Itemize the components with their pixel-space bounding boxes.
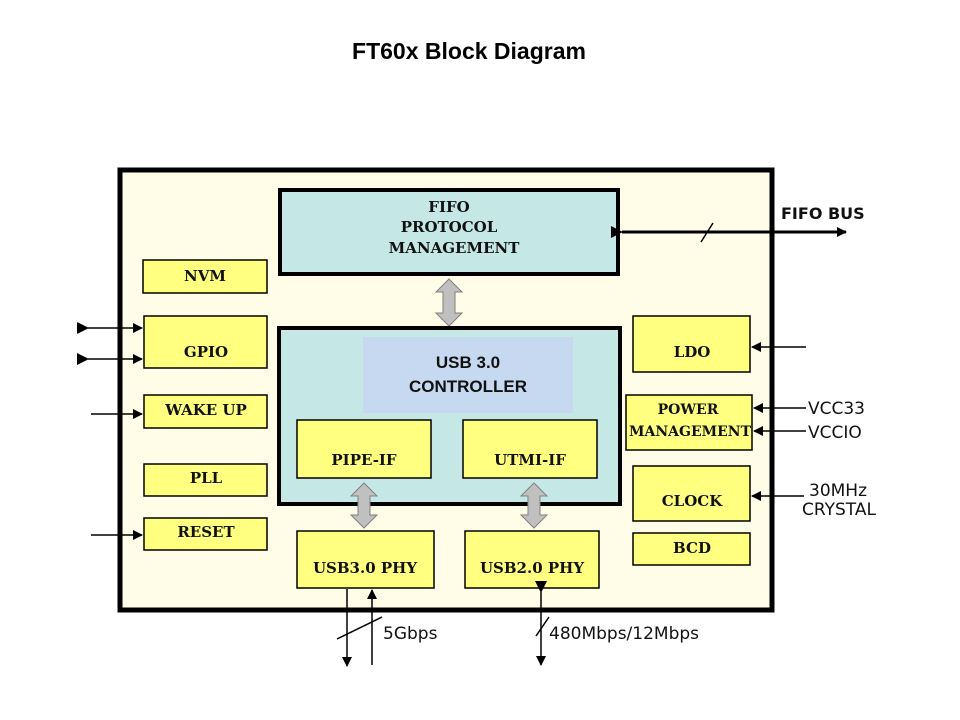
reset-label: RESET (177, 523, 235, 541)
ldo-label: LDO (674, 343, 711, 361)
crystal-label-line1: 30MHz (809, 481, 867, 501)
power-management-block: POWER MANAGEMENT (625, 394, 753, 451)
pll-label: PLL (190, 469, 223, 487)
gray-double-arrow-pipe-phy (349, 482, 379, 529)
power-label-line1: POWER (658, 402, 719, 418)
power-label-line2: MANAGEMENT (629, 424, 752, 440)
controller-label-line1: USB 3.0 (436, 353, 500, 372)
fifo-bus-label: FIFO BUS (781, 204, 865, 223)
fifo-label-line3: MANAGEMENT (389, 239, 521, 257)
utmi-if-label: UTMI-IF (494, 451, 566, 469)
fifo-bus-slash (700, 222, 714, 243)
wake-up-label: WAKE UP (164, 401, 247, 419)
ldo-block: LDO (632, 315, 751, 373)
fifo-label-line2: PROTOCOL (401, 218, 498, 236)
usb3-phy-label: USB3.0 PHY (313, 559, 417, 577)
clock-block: CLOCK (632, 465, 751, 522)
bcd-label: BCD (673, 539, 711, 557)
usb2-phy-label: USB2.0 PHY (480, 559, 584, 577)
pipe-if-block: PIPE-IF (296, 419, 432, 479)
usb3-controller-block: USB 3.0 CONTROLLER (277, 326, 622, 506)
clock-label: CLOCK (662, 492, 723, 510)
gray-double-arrow-utmi-phy (519, 482, 549, 529)
controller-label-line2: CONTROLLER (409, 377, 527, 396)
wake-up-block: WAKE UP (143, 394, 268, 429)
reset-block: RESET (143, 517, 268, 551)
vccio-label: VCCIO (808, 423, 862, 443)
utmi-if-block: UTMI-IF (462, 419, 598, 479)
usb3-phy-block: USB3.0 PHY (296, 530, 435, 589)
vcc33-label: VCC33 (808, 399, 865, 419)
usb2-speed-label: 480Mbps/12Mbps (549, 624, 699, 644)
pll-block: PLL (143, 463, 268, 497)
fifo-label-line1: FIFO (428, 198, 469, 216)
nvm-block: NVM (142, 259, 268, 294)
gpio-block: GPIO (143, 315, 268, 369)
usb2-phy-block: USB2.0 PHY (464, 530, 600, 589)
fifo-protocol-block: FIFO PROTOCOL MANAGEMENT (278, 188, 620, 276)
nvm-label: NVM (184, 267, 226, 285)
crystal-label-line2: CRYSTAL (802, 500, 876, 520)
bcd-block: BCD (632, 532, 751, 566)
usb2-bus-slash (535, 616, 550, 637)
diagram-title: FT60x Block Diagram (352, 38, 586, 64)
usb3-speed-label: 5Gbps (383, 624, 438, 644)
controller-label-bg (363, 337, 573, 413)
usb3-bus-slash (336, 616, 383, 640)
pipe-if-label: PIPE-IF (331, 451, 397, 469)
gpio-label: GPIO (184, 343, 228, 361)
